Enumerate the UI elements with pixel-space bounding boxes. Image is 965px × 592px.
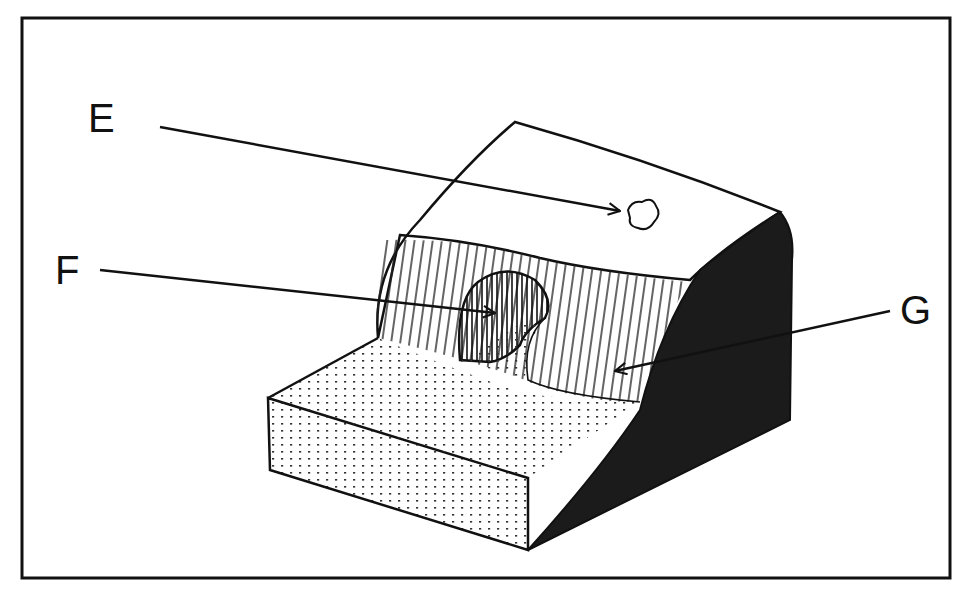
blowhole [628,200,659,229]
part-label: F [55,250,79,290]
part-label: E [88,98,115,138]
frame-border [22,18,950,578]
leader-line [615,311,890,371]
leader-line [160,127,620,211]
part-label: G [900,290,931,330]
leader-line [100,270,495,313]
cliff-side [528,212,793,550]
cliff-face [376,240,688,402]
